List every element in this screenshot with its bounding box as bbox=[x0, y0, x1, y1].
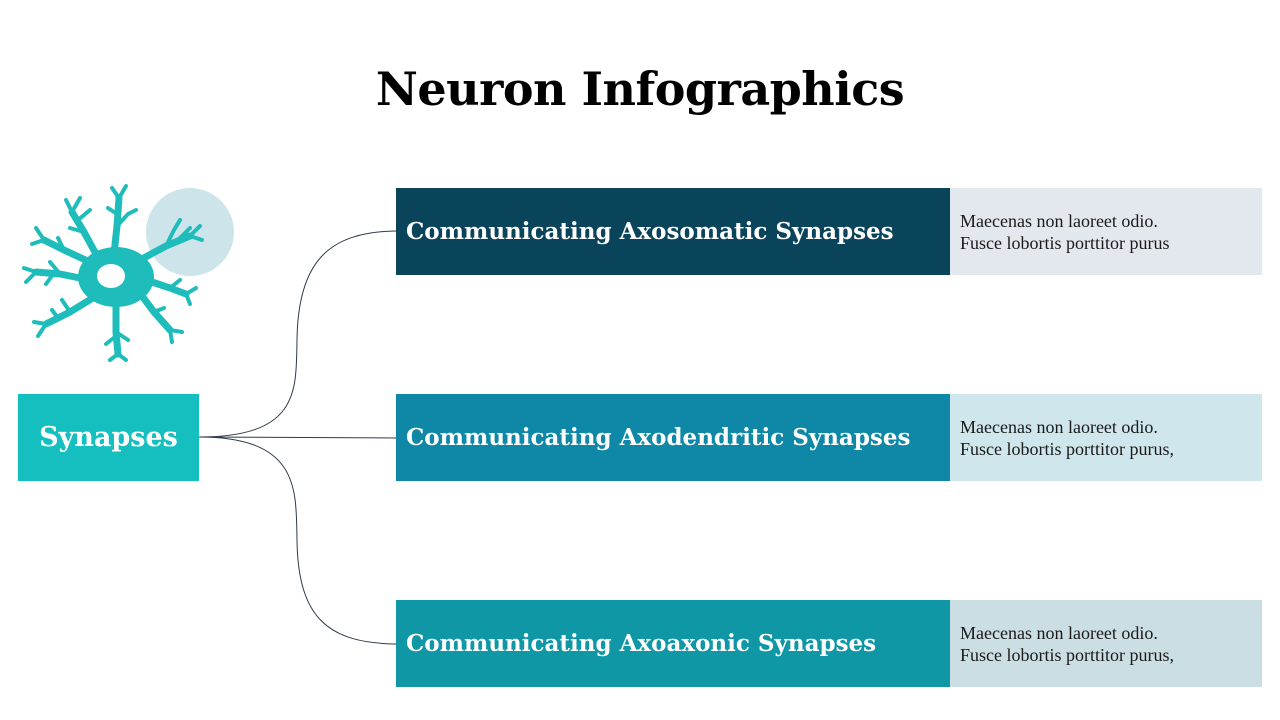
desc-line-1: Maecenas non laoreet odio. bbox=[960, 416, 1158, 437]
desc-line-2: Fusce lobortis porttitor purus, bbox=[960, 438, 1174, 459]
row-axoaxonic: Communicating Axoaxonic Synapses Maecena… bbox=[396, 600, 1262, 687]
row-title-axoaxonic: Communicating Axoaxonic Synapses bbox=[396, 600, 950, 687]
row-title-axodendritic: Communicating Axodendritic Synapses bbox=[396, 394, 950, 481]
row-desc-axosomatic: Maecenas non laoreet odio. Fusce loborti… bbox=[950, 188, 1262, 275]
desc-line-1: Maecenas non laoreet odio. bbox=[960, 622, 1158, 643]
decorative-circle bbox=[146, 188, 234, 276]
synapses-hub: Synapses bbox=[18, 394, 199, 481]
connector-middle bbox=[198, 436, 397, 439]
row-title-axosomatic: Communicating Axosomatic Synapses bbox=[396, 188, 950, 275]
neuron-shape bbox=[22, 184, 204, 362]
page-title: Neuron Infographics bbox=[375, 62, 905, 116]
neuron-icon bbox=[22, 184, 234, 362]
neuron-illustration bbox=[14, 184, 244, 369]
row-axosomatic: Communicating Axosomatic Synapses Maecen… bbox=[396, 188, 1262, 275]
row-desc-axodendritic: Maecenas non laoreet odio. Fusce loborti… bbox=[950, 394, 1262, 481]
desc-line-2: Fusce lobortis porttitor purus, bbox=[960, 644, 1174, 665]
desc-line-1: Maecenas non laoreet odio. bbox=[960, 210, 1158, 231]
neuron-nucleus bbox=[97, 264, 125, 288]
connector-bottom bbox=[198, 436, 397, 645]
desc-line-2: Fusce lobortis porttitor purus bbox=[960, 232, 1170, 253]
row-desc-axoaxonic: Maecenas non laoreet odio. Fusce loborti… bbox=[950, 600, 1262, 687]
hub-label: Synapses bbox=[39, 422, 178, 453]
row-axodendritic: Communicating Axodendritic Synapses Maec… bbox=[396, 394, 1262, 481]
